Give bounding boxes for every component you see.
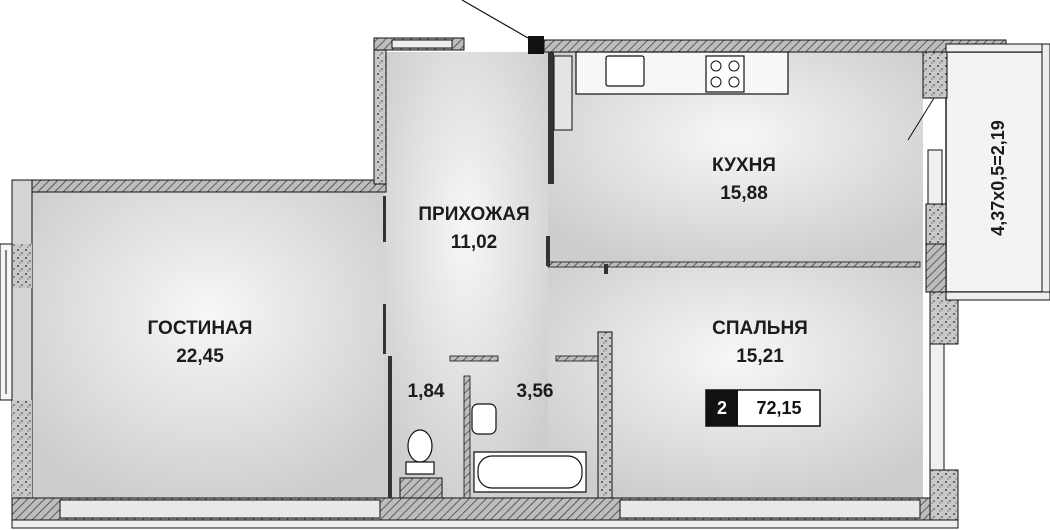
balcony-label: 4,37x0,5=2,19 [988, 120, 1008, 236]
living-room-name: ГОСТИНАЯ [148, 318, 253, 339]
living-room-area: 22,45 [176, 346, 224, 367]
fixtures [399, 51, 789, 499]
toilet [407, 429, 433, 463]
washbasin [471, 403, 497, 435]
kitchen-name: КУХНЯ [712, 155, 776, 176]
toilet-area: 1,84 [408, 381, 445, 402]
sink [605, 55, 645, 87]
hallway-name: ПРИХОЖАЯ [418, 204, 529, 225]
bathroom-area: 3,56 [517, 381, 554, 402]
total-area: 72,15 [756, 398, 801, 418]
stove [705, 55, 745, 93]
floor-areas [32, 51, 1045, 498]
apartment-badge: 2 72,15 [705, 389, 821, 427]
rooms-count: 2 [717, 398, 727, 418]
hallway-area: 11,02 [451, 232, 498, 253]
kitchen-area: 15,88 [720, 183, 768, 204]
bathtub [477, 455, 583, 489]
bedroom-name: СПАЛЬНЯ [712, 318, 808, 339]
bedroom-area: 15,21 [736, 346, 784, 367]
room-labels: ГОСТИНАЯ 22,45 ПРИХОЖАЯ 11,02 КУХНЯ 15,8… [148, 120, 1008, 402]
interior-walls [383, 52, 921, 499]
